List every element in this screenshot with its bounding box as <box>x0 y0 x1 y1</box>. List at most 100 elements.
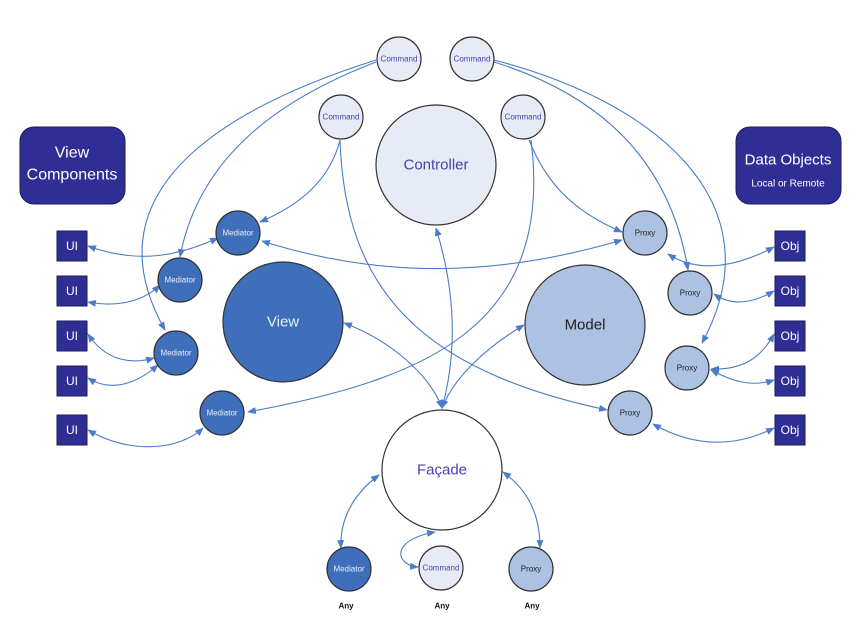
command-node-3-label: Command <box>323 113 360 122</box>
edges-layer <box>87 59 775 570</box>
controller-node-label: Controller <box>403 157 468 174</box>
edge-facade-bottom-mediator <box>337 474 380 549</box>
proxy-node-1-shape <box>622 210 668 256</box>
mediator-node-2[interactable]: Mediator <box>157 257 203 303</box>
controller-node[interactable]: Controller <box>375 104 497 226</box>
ui-box-5-shape <box>56 414 88 446</box>
data-objects-subtitle: Local or Remote <box>751 179 825 190</box>
ui-box-1-shape <box>56 230 88 262</box>
command-node-2-label: Command <box>454 55 491 64</box>
edge-ui5-mediator-4 <box>87 427 204 448</box>
edge-mediator-1-proxy-1 <box>261 238 623 270</box>
view-components-title-line1: View <box>55 145 90 162</box>
command-node-4[interactable]: Command <box>500 94 546 140</box>
proxy-node-1-label: Proxy <box>635 229 655 238</box>
obj-box-1[interactable]: Obj <box>774 230 806 262</box>
edge-cmd1-to-mediator-2 <box>178 61 377 258</box>
ui-box-3[interactable]: UI <box>56 320 88 352</box>
model-node-label: Model <box>565 317 606 334</box>
obj-box-4-label: Obj <box>781 374 800 388</box>
edge-ui3-mediator-3 <box>87 333 155 364</box>
ui-box-5-label: UI <box>66 423 78 437</box>
edge-ui4-mediator-3 <box>87 364 159 386</box>
command-node-1[interactable]: Command <box>376 36 422 82</box>
bottom-proxy-node[interactable]: Proxy <box>508 546 554 592</box>
obj-box-2-shape <box>774 275 806 307</box>
proxy-node-3[interactable]: Proxy <box>664 345 710 391</box>
view-node-label: View <box>267 314 299 331</box>
obj-box-4[interactable]: Obj <box>774 365 806 397</box>
edge-ui2-mediator-2 <box>87 284 161 307</box>
command-node-2[interactable]: Command <box>449 36 495 82</box>
command-node-3[interactable]: Command <box>318 94 364 140</box>
data-objects-title: Data Objects <box>745 152 832 169</box>
edge-cmd1-to-mediator-3 <box>141 59 377 331</box>
proxy-node-4[interactable]: Proxy <box>607 390 653 436</box>
ui-box-2-shape <box>56 275 88 307</box>
proxy-node-4-label: Proxy <box>620 409 640 418</box>
obj-box-5[interactable]: Obj <box>774 414 806 446</box>
mediator-node-2-shape <box>157 257 203 303</box>
command-node-2-shape <box>449 36 495 82</box>
ui-box-5[interactable]: UI <box>56 414 88 446</box>
bottom-command-node-label: Command <box>423 564 460 573</box>
view-node[interactable]: View <box>222 261 344 383</box>
mediator-node-1[interactable]: Mediator <box>215 210 261 256</box>
proxy-node-4-shape <box>607 390 653 436</box>
mediator-node-3[interactable]: Mediator <box>153 330 199 376</box>
view-components-box-shape <box>19 126 126 205</box>
proxy-node-2[interactable]: Proxy <box>667 270 713 316</box>
command-node-3-shape <box>318 94 364 140</box>
bottom-proxy-node-shape <box>508 546 554 592</box>
obj-box-3[interactable]: Obj <box>774 320 806 352</box>
edge-controller-facade <box>434 227 453 409</box>
ui-box-1[interactable]: UI <box>56 230 88 262</box>
edge-cmd3-to-facade-lower-right <box>339 139 608 412</box>
mediator-node-1-shape <box>215 210 261 256</box>
view-components-title-line2: Components <box>27 167 118 184</box>
proxy-node-2-shape <box>667 270 713 316</box>
ui-box-2-label: UI <box>66 284 78 298</box>
command-node-4-shape <box>500 94 546 140</box>
edge-obj4-proxy-3 <box>710 369 775 386</box>
bottom-mediator-node-shape <box>326 546 372 592</box>
obj-box-1-shape <box>774 230 806 262</box>
ui-box-4-shape <box>56 365 88 397</box>
edge-obj3-proxy-3 <box>710 333 775 373</box>
any-label-1: Any <box>338 602 354 611</box>
obj-box-2[interactable]: Obj <box>774 275 806 307</box>
bottom-command-node[interactable]: Command <box>418 545 464 591</box>
edge-cmd4-to-proxy-1 <box>528 139 623 233</box>
obj-box-4-shape <box>774 365 806 397</box>
mediator-node-4-label: Mediator <box>206 409 237 418</box>
bottom-mediator-node-label: Mediator <box>333 565 364 574</box>
command-node-4-label: Command <box>505 113 542 122</box>
obj-box-3-shape <box>774 320 806 352</box>
controller-node-shape <box>375 104 497 226</box>
bottom-mediator-node[interactable]: Mediator <box>326 546 372 592</box>
edge-obj1-proxy-1 <box>667 246 775 267</box>
edge-facade-bottom-command <box>400 529 436 570</box>
model-node[interactable]: Model <box>524 264 646 386</box>
mediator-node-3-label: Mediator <box>160 349 191 358</box>
obj-box-5-shape <box>774 414 806 446</box>
model-node-shape <box>524 264 646 386</box>
edge-cmd2-to-proxy-3 <box>493 59 726 344</box>
proxy-node-3-label: Proxy <box>677 364 697 373</box>
ui-box-4[interactable]: UI <box>56 365 88 397</box>
bottom-command-node-shape <box>418 545 464 591</box>
proxy-node-1[interactable]: Proxy <box>622 210 668 256</box>
edge-obj5-proxy-4 <box>652 423 775 443</box>
facade-node-shape <box>381 409 503 531</box>
mediator-node-4[interactable]: Mediator <box>199 390 245 436</box>
any-label-3: Any <box>524 602 540 611</box>
ui-box-2[interactable]: UI <box>56 275 88 307</box>
proxy-node-2-label: Proxy <box>680 289 700 298</box>
facade-node[interactable]: Façade <box>381 409 503 531</box>
command-node-1-label: Command <box>381 55 418 64</box>
mediator-node-3-shape <box>153 330 199 376</box>
obj-box-1-label: Obj <box>781 239 800 253</box>
